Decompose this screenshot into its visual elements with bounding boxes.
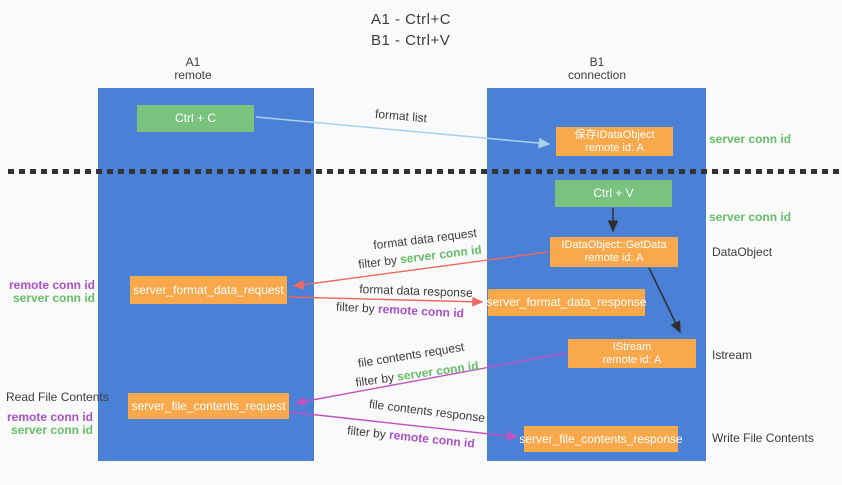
node-save-dataobject-line1: 保存IDataObject xyxy=(574,128,655,141)
remote-conn-id-annotation: remote conn id xyxy=(6,410,93,424)
file-contents-response-label: file contents response xyxy=(368,396,486,426)
node-server-format-data-request: server_format_data_request xyxy=(130,276,287,304)
server-conn-id-annotation: server conn id xyxy=(12,291,95,305)
lane-a1-id: A1 xyxy=(185,55,201,69)
format-data-response-label: format data response xyxy=(359,282,473,300)
title-line-1: A1 - Ctrl+C xyxy=(371,11,452,28)
session-divider-dotted-line xyxy=(8,169,840,174)
remote-conn-id-annotation: remote conn id xyxy=(8,278,95,292)
node-istream-line1: IStream xyxy=(612,340,652,353)
filter-by-prefix: filter by xyxy=(335,299,379,316)
node-getdata-line1: IDataObject::GetData xyxy=(561,239,667,251)
server-conn-id-annotation-top: server conn id xyxy=(709,132,792,146)
node-server-file-contents-request: server_file_contents_request xyxy=(128,393,289,419)
istream-annotation: Istream xyxy=(712,348,753,362)
lane-header-b1: B1 connection xyxy=(489,56,705,82)
filter-by-prefix: filter by xyxy=(346,423,390,442)
lane-a1-role: remote xyxy=(174,68,212,82)
node-ctrl-v-label: Ctrl + V xyxy=(593,186,634,200)
remote-conn-id-accent: remote conn id xyxy=(388,427,476,451)
format-list-label: format list xyxy=(374,106,428,126)
node-save-dataobject-line2: remote id: A xyxy=(585,141,644,154)
node-ctrl-v: Ctrl + V xyxy=(555,180,672,207)
server-conn-id-annotation-mid: server conn id xyxy=(709,210,792,224)
write-file-contents-annotation: Write File Contents xyxy=(712,431,814,445)
node-ctrl-c: Ctrl + C xyxy=(137,105,254,132)
node-getdata: IDataObject::GetData remote id: A xyxy=(550,237,678,267)
format-data-response-filter-label: filter by remote conn id xyxy=(336,300,465,321)
node-istream: IStream remote id: A xyxy=(568,339,696,368)
diagram-title: A1 - Ctrl+C B1 - Ctrl+V xyxy=(371,9,451,51)
node-server-format-data-response-label: server_format_data_response xyxy=(486,295,647,309)
node-getdata-line2: remote id: A xyxy=(584,252,644,264)
dataobject-annotation: DataObject xyxy=(712,245,773,259)
title-line-2: B1 - Ctrl+V xyxy=(371,32,451,49)
left-conn-id-annotation-mid: remote conn id server conn id xyxy=(0,279,95,305)
node-ctrl-c-label: Ctrl + C xyxy=(174,111,216,125)
node-server-file-contents-request-label: server_file_contents_request xyxy=(131,398,286,413)
filter-by-prefix: filter by xyxy=(357,252,401,272)
node-save-dataobject: 保存IDataObject remote id: A xyxy=(556,127,673,156)
node-server-format-data-response: server_format_data_response xyxy=(486,289,647,316)
read-file-contents-annotation: Read File Contents xyxy=(6,390,109,404)
node-server-file-contents-response-label: server_file_contents_response xyxy=(519,431,683,446)
filter-by-prefix: filter by xyxy=(354,369,399,390)
node-server-file-contents-response: server_file_contents_response xyxy=(519,426,683,452)
node-server-format-data-request-label: server_format_data_request xyxy=(133,282,284,297)
node-istream-line2: remote id: A xyxy=(602,353,662,366)
remote-conn-id-accent: remote conn id xyxy=(377,301,465,321)
lane-b1-role: connection xyxy=(567,68,627,82)
left-conn-id-annotation-bottom: remote conn id server conn id xyxy=(0,411,93,437)
lane-header-a1: A1 remote xyxy=(85,56,301,82)
file-contents-response-filter-label: filter by remote conn id xyxy=(347,423,476,450)
server-conn-id-annotation: server conn id xyxy=(10,423,93,437)
lane-b1-id: B1 xyxy=(589,55,605,69)
